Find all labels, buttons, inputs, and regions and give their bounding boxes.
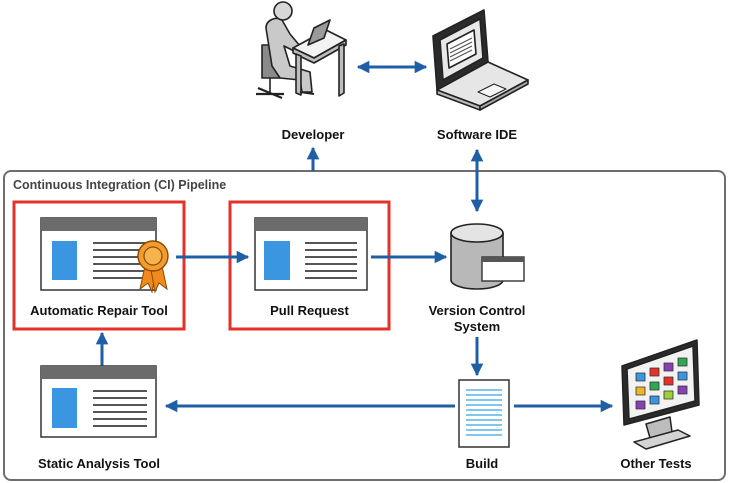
developer-at-desk-icon [256,1,347,100]
laptop-icon [432,9,529,111]
database-icon [450,223,525,290]
pipeline-title: Continuous Integration (CI) Pipeline [13,178,227,192]
window-with-award-badge-icon [40,217,169,294]
document-icon [458,379,510,448]
developer-label: Developer [281,127,345,142]
static-analysis-window-icon [40,365,157,438]
version-control-system-label: Version Control System [428,303,526,334]
monitor-icon [621,339,700,450]
software-ide-label: Software IDE [436,127,518,142]
highlight-box-pull-request [228,200,391,331]
automatic-repair-tool-label: Automatic Repair Tool [30,303,168,318]
window-document-icon [254,217,368,291]
other-tests-label: Other Tests [620,456,692,471]
static-analysis-tool-label: Static Analysis Tool [37,456,161,471]
build-label: Build [465,456,499,471]
pipeline-boundary [3,170,726,481]
pull-request-label: Pull Request [270,303,349,318]
highlight-box-automatic-repair-tool [12,200,186,331]
edges [95,60,614,413]
award-badge-icon [137,240,169,294]
